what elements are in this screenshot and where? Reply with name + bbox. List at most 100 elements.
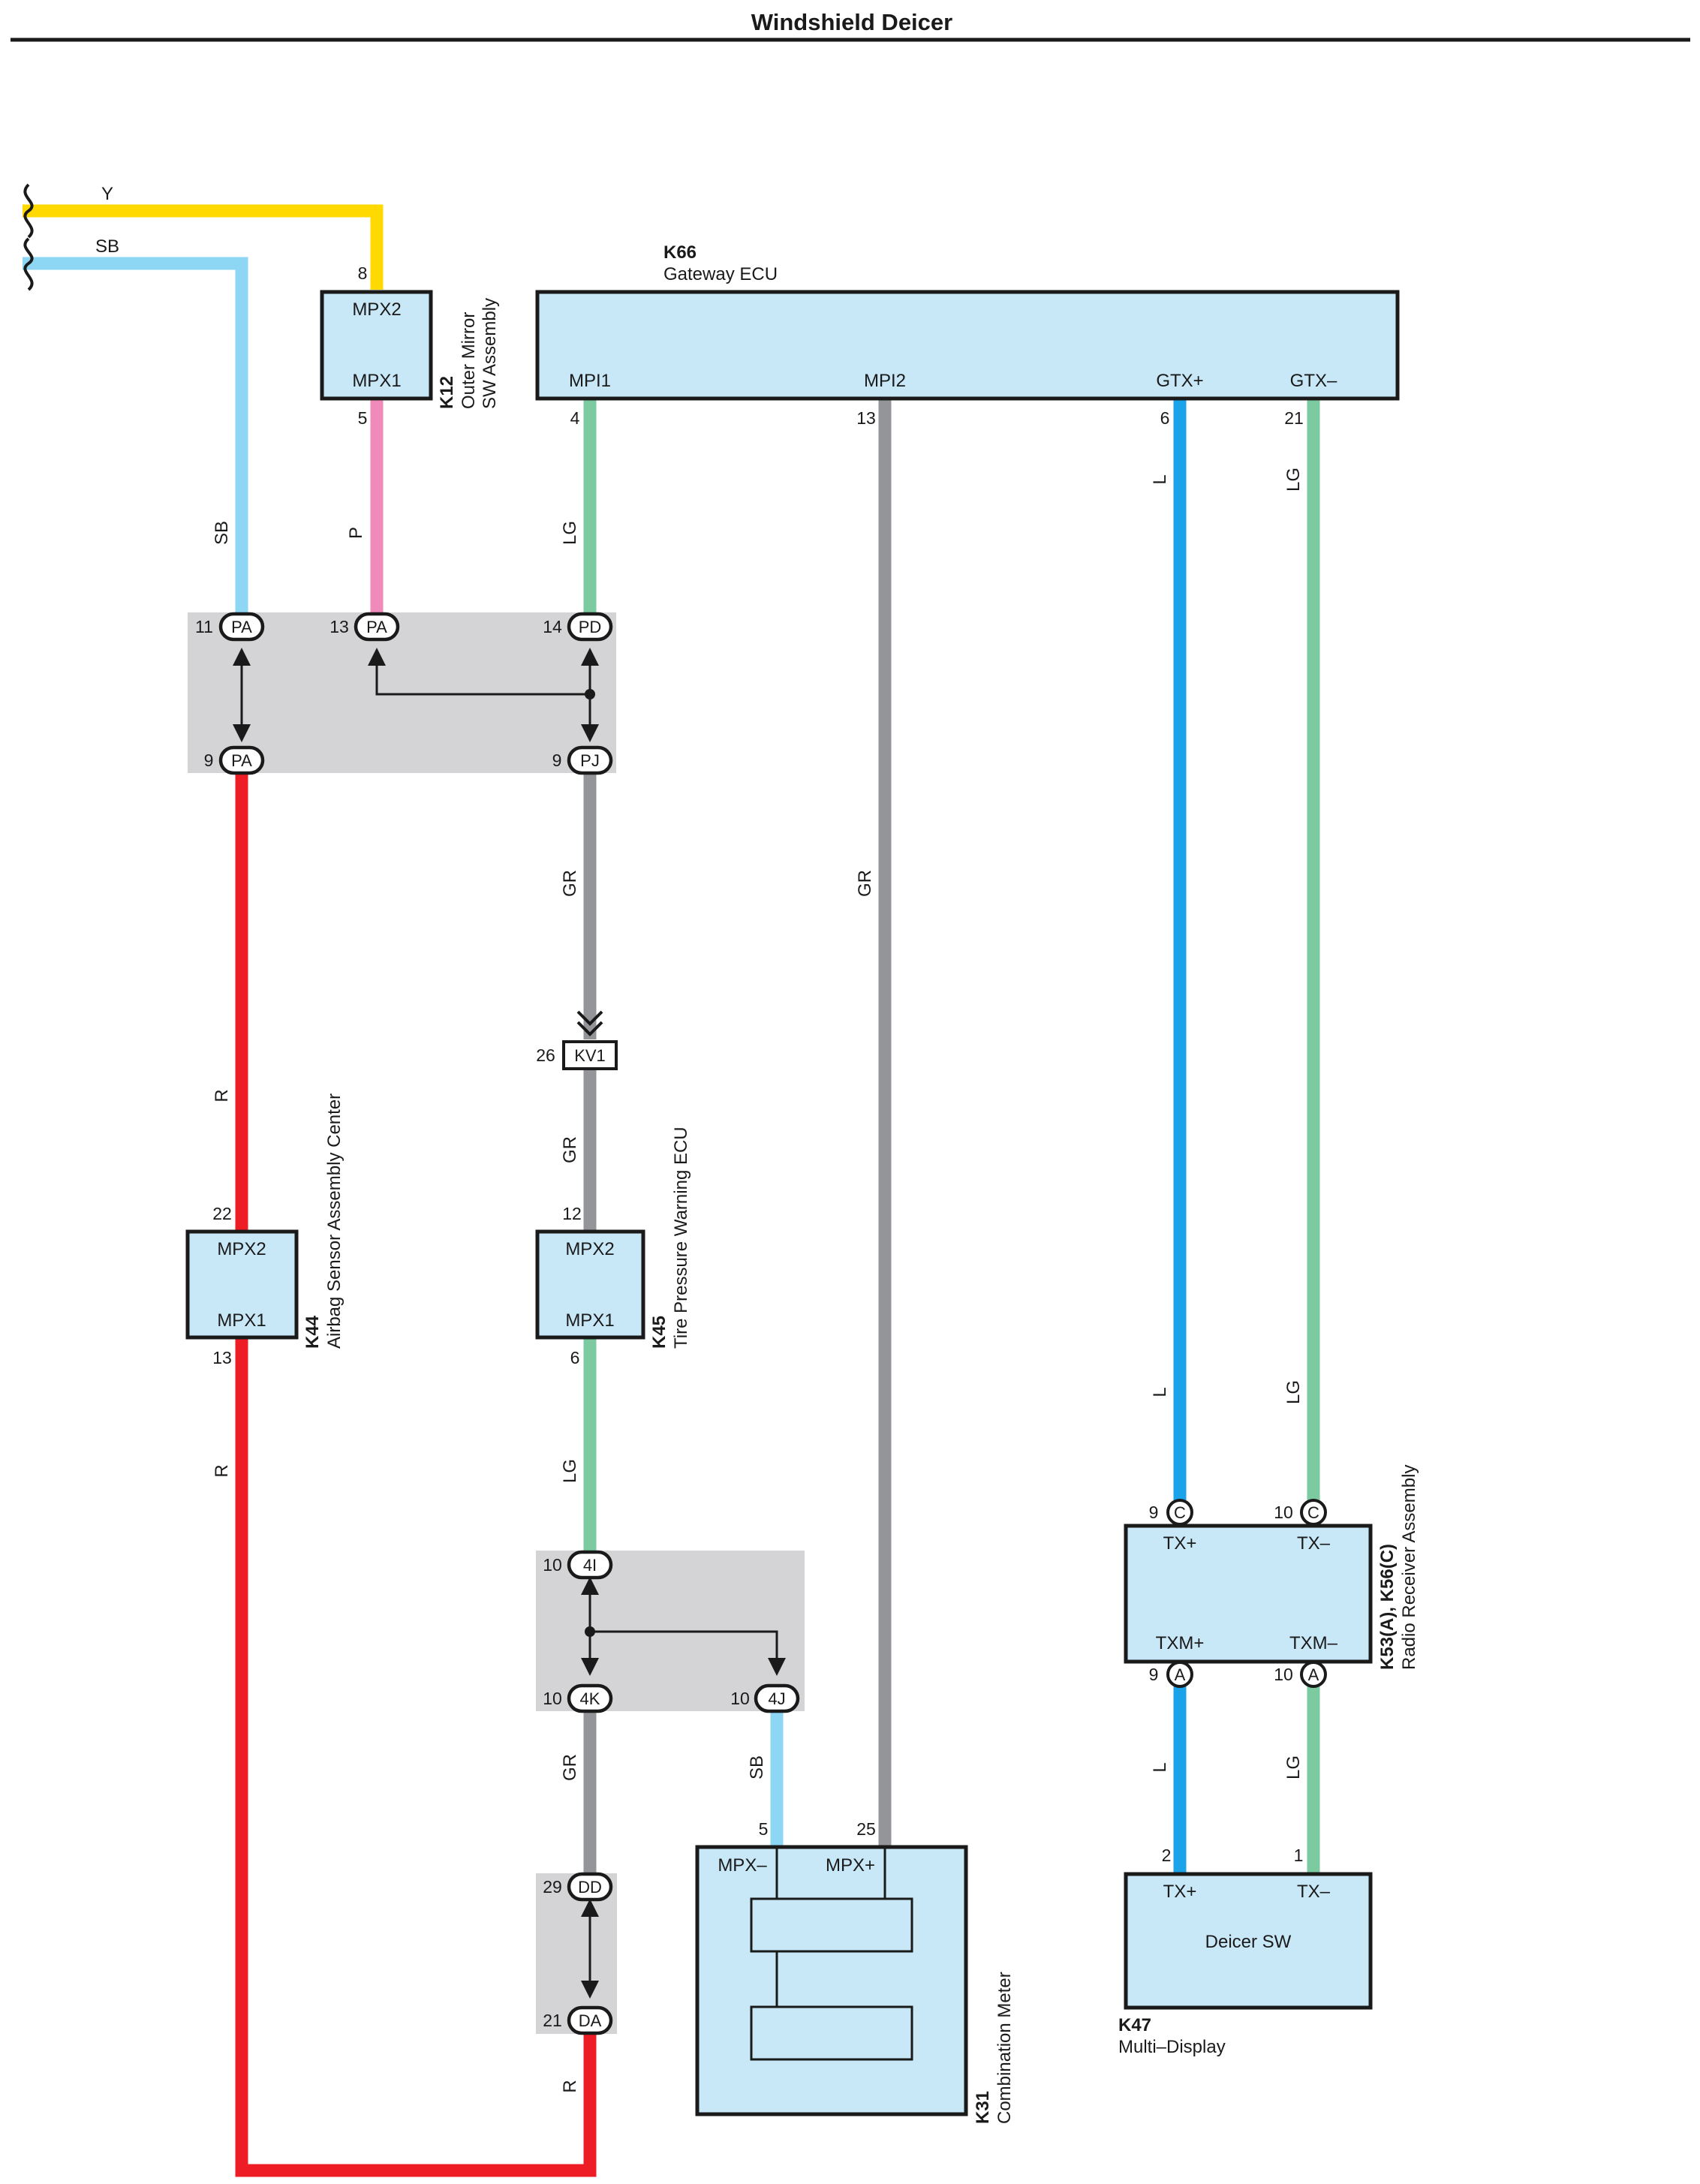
k53-pin-tx-minus: TX– <box>1297 1533 1331 1554</box>
wire-label-gr-4k: GR <box>560 1754 580 1781</box>
connector-da <box>567 2005 613 2035</box>
wire-label-r-3: R <box>560 2080 580 2092</box>
k45-id: K45 <box>649 1316 669 1349</box>
k31-pinnum-25: 25 <box>856 1819 876 1839</box>
k12-pinnum-8: 8 <box>358 263 368 283</box>
pinnum-dd: 29 <box>543 1877 562 1897</box>
connector-pa-13 <box>354 612 400 642</box>
wire-label-r-1: R <box>212 1089 232 1102</box>
wire-label-lg-bot: LG <box>1283 1755 1304 1779</box>
junction-2: 4I 10 4K 10 4J 10 <box>543 1550 800 1713</box>
conn-label-da: DA <box>579 2011 602 2030</box>
pinnum-pj-9: 9 <box>552 751 562 770</box>
pinnum-pa-13: 13 <box>329 617 349 636</box>
k53-name: Radio Receiver Assembly <box>1399 1465 1419 1670</box>
connector-dd <box>567 1872 613 1902</box>
k31-pinnum-5: 5 <box>759 1819 769 1839</box>
connector-pj-9 <box>567 745 613 775</box>
k31-inner-block-bottom <box>750 2005 913 2061</box>
k66-pin-mpi1: MPI1 <box>569 371 611 391</box>
wire-sb-top <box>23 257 248 627</box>
k31-name: Combination Meter <box>994 1972 1015 2124</box>
k47-pin-tx-minus: TX– <box>1297 1882 1331 1902</box>
conn-label-c-9: C <box>1174 1503 1186 1522</box>
component-k66: K66 Gateway ECU MPI1 MPI2 GTX+ GTX– 4 13… <box>535 242 1400 428</box>
wire-r-loop <box>235 1336 597 2177</box>
k53-pin-tx-plus: TX+ <box>1163 1533 1197 1554</box>
pinnum-4j: 10 <box>730 1689 750 1708</box>
wire-label-sb: SB <box>212 521 232 545</box>
diagram-title: Windshield Deicer <box>751 9 952 35</box>
k12-name-line2: SW Assembly <box>480 298 500 409</box>
wire-y <box>23 204 384 290</box>
k53-pinnum-a10: 10 <box>1274 1665 1293 1684</box>
component-k44: MPX2 MPX1 22 13 K44 Airbag Sensor Assemb… <box>185 1094 345 1367</box>
k45-pin-mpx2: MPX2 <box>565 1239 614 1259</box>
connector-pa-9 <box>218 745 265 775</box>
wire-label-l-top: L <box>1150 474 1170 484</box>
conn-label-4k: 4K <box>580 1689 600 1708</box>
k66-pinnum-21: 21 <box>1284 408 1304 428</box>
component-k31: MPX– MPX+ 5 25 K31 Combination Meter <box>695 1819 1015 2124</box>
wire-label-l-mid: L <box>1150 1387 1170 1397</box>
junction-block-1 <box>188 612 616 773</box>
k66-pinnum-4: 4 <box>570 408 580 428</box>
connector-c-9 <box>1166 1499 1193 1526</box>
k45-pinnum-12: 12 <box>562 1204 582 1223</box>
pinnum-da: 21 <box>543 2011 562 2030</box>
k31-pin-mpx-plus: MPX+ <box>826 1855 875 1876</box>
k66-pin-mpi2: MPI2 <box>864 371 906 391</box>
conn-label-4i: 4I <box>583 1556 597 1575</box>
k47-pin-tx-plus: TX+ <box>1163 1882 1197 1902</box>
connector-c-10 <box>1300 1499 1327 1526</box>
wire-label-sb-4j: SB <box>747 1755 767 1779</box>
kv1-pinnum: 26 <box>536 1045 555 1065</box>
wire-label-sb-top: SB <box>95 236 119 257</box>
conn-label-pj-9: PJ <box>580 751 600 770</box>
break-mark-sb <box>23 237 34 291</box>
k44-pinnum-22: 22 <box>212 1204 232 1223</box>
k12-name-line1: Outer Mirror <box>459 312 479 409</box>
k66-name: Gateway ECU <box>663 264 778 284</box>
connector-4j <box>754 1683 800 1713</box>
k12-pin-mpx2: MPX2 <box>352 299 401 320</box>
k45-name: Tire Pressure Warning ECU <box>671 1127 691 1349</box>
connector-pa-11 <box>218 612 265 642</box>
conn-label-pd-14: PD <box>579 618 602 636</box>
conn-label-c-10: C <box>1307 1503 1319 1522</box>
k12-id: K12 <box>437 376 457 409</box>
wire-label-lg-mpi1: LG <box>560 521 580 545</box>
connector-kv1: KV1 26 <box>536 1010 618 1070</box>
k66-pinnum-13: 13 <box>856 408 876 428</box>
wire-label-gr-pj: GR <box>560 870 580 897</box>
pinnum-pa-9: 9 <box>204 751 214 770</box>
conn-label-a-9: A <box>1175 1665 1186 1684</box>
k47-id: K47 <box>1118 2015 1151 2035</box>
k53-pinnum-a9: 9 <box>1149 1665 1159 1684</box>
k53-pinnum-c9: 9 <box>1149 1503 1159 1522</box>
kv1-label: KV1 <box>574 1046 606 1065</box>
k66-pin-gtx-minus: GTX– <box>1290 371 1337 391</box>
k66-pinnum-6: 6 <box>1160 408 1170 428</box>
k47-name: Multi–Display <box>1118 2037 1226 2057</box>
k44-name: Airbag Sensor Assembly Center <box>324 1094 345 1349</box>
pinnum-4i: 10 <box>543 1555 562 1575</box>
k45-pinnum-6: 6 <box>570 1348 580 1367</box>
k44-pin-mpx1: MPX1 <box>217 1310 266 1331</box>
k44-pinnum-13: 13 <box>212 1348 232 1367</box>
conn-label-pa-11: PA <box>231 618 252 636</box>
wire-label-gr-kv1: GR <box>560 1136 580 1163</box>
junction-3: DD 29 DA 21 <box>543 1872 613 2035</box>
pinnum-4k: 10 <box>543 1689 562 1708</box>
component-k12: MPX2 MPX1 8 5 K12 Outer Mirror SW Assemb… <box>320 263 500 428</box>
wire-label-lg-k45: LG <box>560 1459 580 1483</box>
k31-pin-mpx-minus: MPX– <box>718 1855 767 1876</box>
k47-pinnum-1: 1 <box>1294 1846 1304 1865</box>
connector-4k <box>567 1683 613 1713</box>
wire-label-y: Y <box>101 184 113 204</box>
wire-label-lg-top: LG <box>1283 468 1304 492</box>
wire-label-l-bot: L <box>1150 1762 1170 1772</box>
k12-pinnum-5: 5 <box>358 408 368 428</box>
k31-id: K31 <box>973 2091 993 2124</box>
